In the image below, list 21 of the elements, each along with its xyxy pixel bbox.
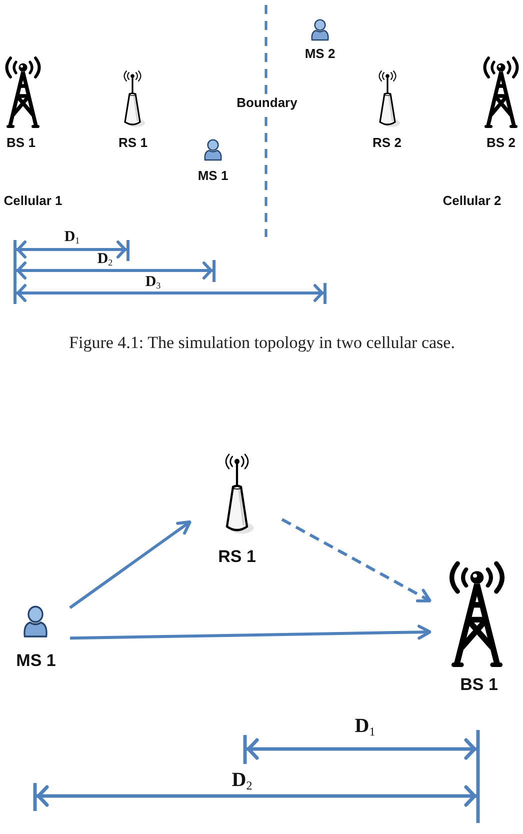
dimension-label: D$_{2}$ <box>232 769 252 791</box>
node-label: BS 2 <box>486 136 516 151</box>
figure-caption: Figure 4.1: The simulation topology in two cellular case. <box>69 333 455 353</box>
region-label: Cellular 2 <box>442 194 502 208</box>
node-label: RS 2 <box>372 136 402 151</box>
dashed-arrow <box>281 518 432 602</box>
node-label: BS 1 <box>460 675 498 695</box>
node-label: MS 2 <box>304 47 336 62</box>
dimension-label: D$_{1}$ <box>354 715 376 737</box>
node-label: RS 1 <box>218 547 256 567</box>
arrow <box>69 520 192 609</box>
arrow <box>70 624 432 640</box>
dimension-label: D$_{1}$ <box>64 228 80 246</box>
node-label: MS 1 <box>16 651 56 671</box>
node-label: MS 1 <box>198 169 228 184</box>
dimension-label: D$_{3}$ <box>145 274 161 290</box>
boundary-label: Boundary <box>234 96 300 110</box>
node-label: RS 1 <box>118 136 148 151</box>
dimension-label: D$_{2}$ <box>97 250 113 268</box>
node-label: BS 1 <box>6 136 36 151</box>
region-label: Cellular 1 <box>4 194 62 208</box>
